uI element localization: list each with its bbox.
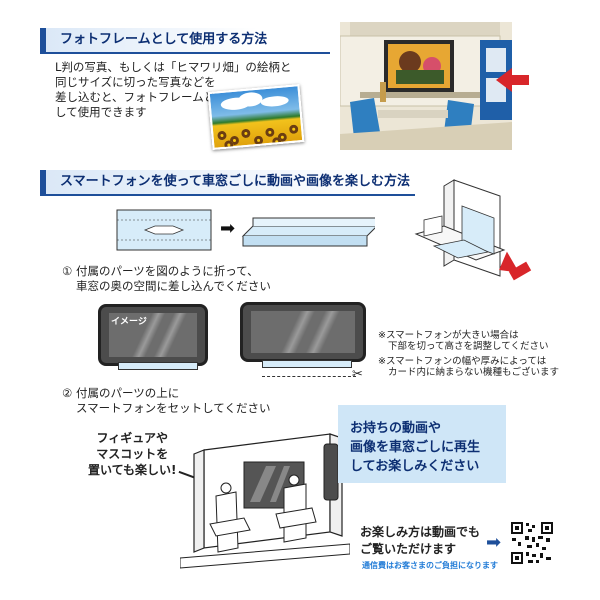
section1-desc-line: 同じサイズに切った写真などを bbox=[55, 75, 216, 89]
video-guide-line: ご覧いただけます bbox=[360, 542, 457, 556]
red-arrow-left-icon bbox=[496, 68, 512, 92]
section1-desc-line: L判の写真、もしくは「ヒマワリ畑」の絵柄と bbox=[55, 60, 292, 74]
notes: ※スマートフォンが大きい場合は 下部を切って高さを調整してください ※スマートフ… bbox=[378, 330, 559, 378]
blue-arrow-right-icon: ➡ bbox=[486, 532, 502, 553]
section1-underline bbox=[40, 52, 330, 54]
step1-text: ① 付属のパーツを図のように折って、 車窓の奥の空間に差し込んでください bbox=[62, 264, 271, 294]
cut-line bbox=[262, 376, 356, 377]
step2-line: ② 付属のパーツの上に bbox=[62, 386, 180, 400]
info-box-line: 画像を車窓ごしに再生 bbox=[350, 440, 481, 455]
phone-stand-large bbox=[262, 360, 352, 368]
train-seat-diorama-outline bbox=[180, 433, 350, 569]
note-line: ※スマートフォンが大きい場合は bbox=[378, 330, 519, 341]
smartphone-large-illustration bbox=[240, 302, 366, 362]
step2-text: ② 付属のパーツの上に スマートフォンをセットしてください bbox=[62, 386, 270, 416]
section2-title: スマートフォンを使って車窓ごしに動画や画像を楽しむ方法 bbox=[40, 170, 424, 194]
note-line: ※スマートフォンの幅や厚みによっては bbox=[378, 356, 547, 367]
section1-desc-line: して使用できます bbox=[55, 105, 147, 119]
fold-parts-diagram bbox=[116, 209, 375, 251]
red-arrow-tail bbox=[511, 75, 529, 85]
section1-title: フォトフレームとして使用する方法 bbox=[40, 28, 282, 52]
image-label: イメージ bbox=[111, 317, 147, 327]
info-box-line: お持ちの動画や bbox=[350, 421, 442, 436]
play-video-info-box: お持ちの動画や 画像を車窓ごしに再生 してお楽しみください bbox=[338, 405, 506, 483]
step2-line: スマートフォンをセットしてください bbox=[76, 401, 271, 415]
video-guide-line: お楽しみ方は動画でも bbox=[360, 525, 481, 539]
figure-caption-line: 置いても楽しい! bbox=[88, 463, 177, 477]
insert-parts-diagram bbox=[414, 179, 506, 277]
fee-note: 通信費はお客さまのご負担になります bbox=[362, 561, 498, 570]
section1-description: L判の写真、もしくは「ヒマワリ畑」の絵柄と 同じサイズに切った写真などを 差し込… bbox=[55, 60, 291, 120]
info-box-line: してお楽しみください bbox=[350, 459, 480, 474]
figure-caption: フィギュアや マスコットを 置いても楽しい! bbox=[88, 430, 177, 478]
qr-code-icon[interactable] bbox=[510, 521, 554, 565]
section1-desc-line: 差し込むと、フォトフレームと bbox=[55, 90, 216, 104]
train-diorama-photo bbox=[340, 22, 512, 150]
black-arrow-right-icon: ➡ bbox=[220, 218, 236, 239]
section2-underline bbox=[40, 194, 415, 196]
smartphone-small-illustration: イメージ bbox=[98, 304, 208, 366]
video-guide-text: お楽しみ方は動画でも ご覧いただけます bbox=[360, 524, 480, 558]
step1-line: 車窓の奥の空間に差し込んでください bbox=[76, 279, 271, 293]
figure-caption-line: マスコットを bbox=[96, 447, 169, 461]
step1-line: ① 付属のパーツを図のように折って、 bbox=[62, 264, 259, 278]
figure-caption-line: フィギュアや bbox=[96, 431, 169, 445]
sunflower-field-photo bbox=[207, 84, 305, 150]
note-line: 下部を切って高さを調整してください bbox=[388, 341, 549, 352]
note-line: カード内に納まらない機種もございます bbox=[388, 367, 560, 378]
scissors-icon: ✂ bbox=[352, 367, 363, 382]
phone-stand-small bbox=[118, 362, 198, 370]
